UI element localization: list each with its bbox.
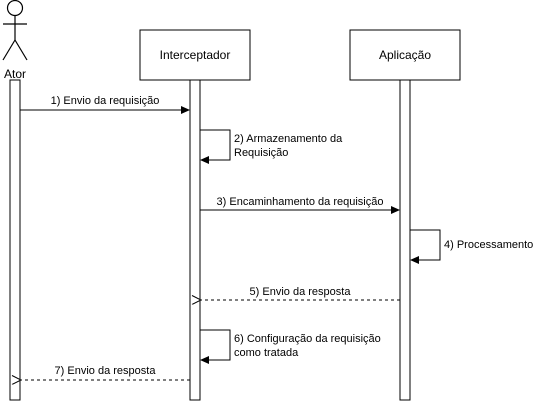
actor-icon	[2, 0, 28, 61]
message-2-label-line2: Requisição	[234, 147, 288, 159]
activation-bar-aplicacao	[399, 79, 411, 401]
participant-aplicacao: Aplicação	[349, 29, 461, 81]
message-5-label: 5) Envio da resposta	[250, 286, 352, 298]
actor-label: Ator	[4, 67, 26, 81]
participant-interceptador: Interceptador	[139, 29, 251, 81]
message-6-label-line1: 6) Configuração da requisição	[234, 333, 381, 345]
message-7-label: 7) Envio da resposta	[55, 365, 157, 377]
message-6-label-line2: como tratada	[234, 347, 299, 359]
message-3-label: 3) Encaminhamento da requisição	[217, 196, 384, 208]
message-4-arrow	[410, 229, 441, 264]
participant-interceptador-label: Interceptador	[160, 48, 231, 62]
message-2-arrow	[200, 129, 231, 164]
message-1-label: 1) Envio da requisição	[51, 95, 160, 107]
message-2-label-line1: 2) Armazenamento da	[234, 133, 343, 145]
activation-bar-interceptador	[189, 79, 201, 401]
participant-aplicacao-label: Aplicação	[379, 48, 431, 62]
activation-bar-ator	[9, 79, 21, 401]
message-6-arrow	[200, 329, 231, 364]
message-4-label: 4) Processamento	[444, 239, 533, 251]
